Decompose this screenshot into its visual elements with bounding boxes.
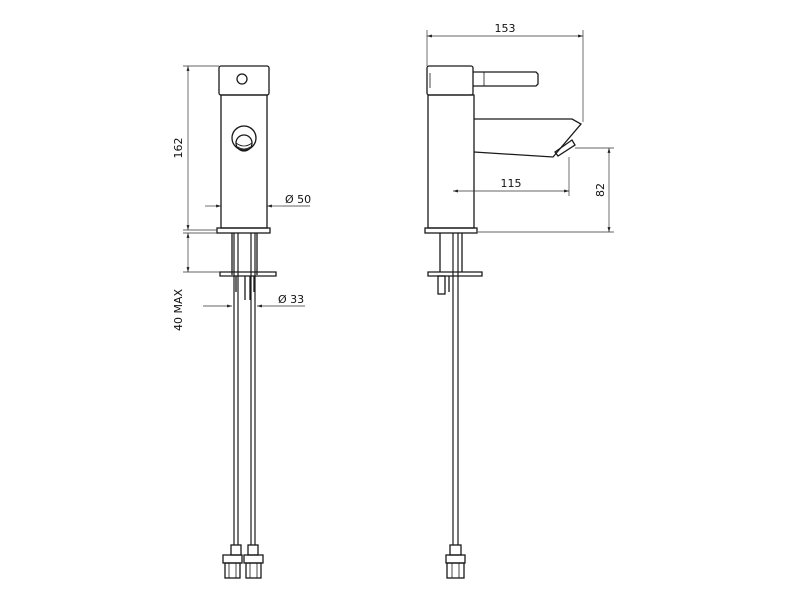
front-handle-cap bbox=[218, 65, 270, 96]
spout-reach-dimension: 115 bbox=[453, 157, 570, 196]
side-body bbox=[427, 94, 475, 229]
front-supply-hoses bbox=[233, 233, 256, 545]
side-lever bbox=[473, 71, 539, 87]
front-hose-fittings bbox=[222, 544, 264, 579]
side-spout bbox=[473, 118, 583, 158]
side-handle-cap bbox=[426, 65, 474, 96]
spout-reach-label: 115 bbox=[501, 177, 522, 190]
spout-height-dimension: 82 bbox=[478, 147, 614, 233]
total-length-dimension: 153 bbox=[426, 22, 584, 122]
front-view: 162 40 MAX Ø 50 Ø 33 bbox=[172, 65, 311, 579]
height-dimension: 162 bbox=[172, 65, 219, 231]
body-diameter-dimension: Ø 50 bbox=[205, 193, 311, 208]
hole-diameter-dimension: Ø 33 bbox=[203, 293, 305, 308]
deck-thickness-dimension: 40 MAX bbox=[172, 232, 220, 332]
deck-thickness-label: 40 MAX bbox=[172, 289, 185, 332]
front-mounting-nut bbox=[219, 271, 277, 300]
front-aerator bbox=[231, 125, 257, 152]
side-base-plate bbox=[424, 227, 478, 234]
front-body bbox=[220, 94, 268, 229]
side-view: 153 115 82 bbox=[424, 22, 614, 579]
spout-height-label: 82 bbox=[594, 183, 607, 197]
hole-diameter-label: Ø 33 bbox=[278, 293, 304, 306]
front-handle-hole bbox=[236, 73, 248, 85]
total-length-label: 153 bbox=[495, 22, 516, 35]
body-diameter-label: Ø 50 bbox=[285, 193, 311, 206]
side-mounting-nut bbox=[427, 271, 483, 295]
side-hose-fitting bbox=[445, 544, 466, 579]
height-label: 162 bbox=[172, 138, 185, 159]
side-supply-hose bbox=[452, 233, 459, 545]
front-base-plate bbox=[216, 227, 271, 234]
